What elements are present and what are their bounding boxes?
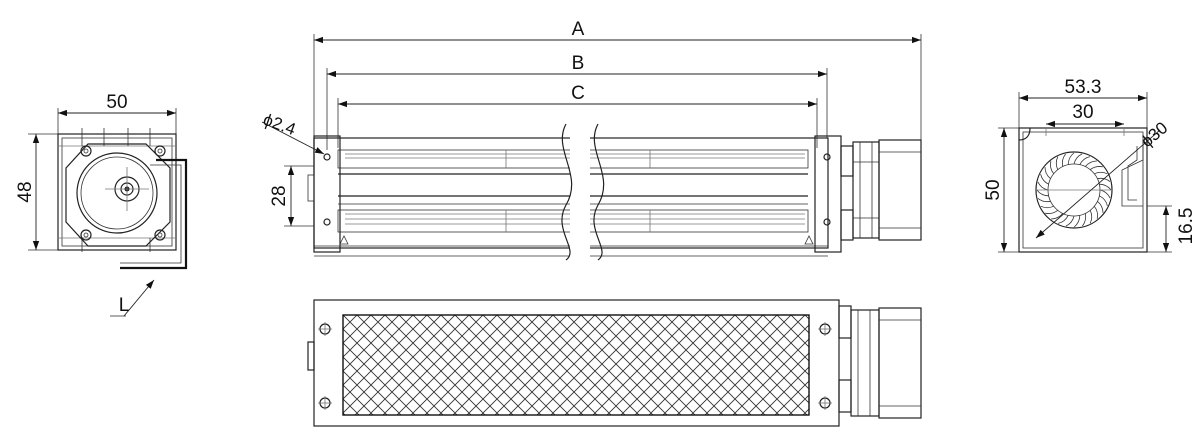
impeller-blade xyxy=(1073,215,1081,228)
hole-dia-label: ϕ2.4 xyxy=(261,110,299,139)
impeller-length-label: C xyxy=(571,83,585,104)
dim-total-length: A xyxy=(313,19,922,180)
impeller-blade xyxy=(1079,156,1090,165)
impeller-blade xyxy=(1040,174,1049,185)
impeller-blade xyxy=(1099,183,1112,191)
top-view xyxy=(307,299,922,427)
front-height-label: 48 xyxy=(15,181,36,202)
impeller-blade xyxy=(1093,205,1098,219)
impeller-blade xyxy=(1097,200,1104,213)
dim-inlet-height: 16.5 xyxy=(1147,205,1197,253)
impeller-blade xyxy=(1082,213,1087,227)
impeller-blade xyxy=(1045,209,1059,214)
impeller-blade xyxy=(1058,215,1069,224)
end-plate-left xyxy=(307,135,349,253)
impeller-blade xyxy=(1040,205,1054,209)
motor-flange xyxy=(65,143,171,247)
impeller-blade xyxy=(1051,213,1064,220)
mounting-holes xyxy=(318,322,832,410)
side-housing xyxy=(1018,127,1148,253)
dim-lead: L xyxy=(110,279,155,317)
dim-impeller-dia: ϕ30 xyxy=(1035,118,1171,239)
dim-side-height: 50 xyxy=(983,127,1019,253)
inlet-mesh xyxy=(342,314,810,416)
blower-housing xyxy=(313,123,829,261)
front-end-view: 50 48 L xyxy=(15,92,188,317)
side-width-label: 53.3 xyxy=(1065,77,1102,98)
impeller-blade xyxy=(1055,156,1059,170)
total-length-label: A xyxy=(572,19,585,40)
impeller-blade xyxy=(1065,215,1075,227)
front-width-label: 50 xyxy=(106,92,127,113)
dim-mount-length: B xyxy=(326,53,828,150)
impeller-blade xyxy=(1067,152,1075,165)
side-height-label: 50 xyxy=(983,179,1004,200)
impeller-blade xyxy=(1084,160,1097,167)
impeller-blade xyxy=(1094,171,1108,175)
dim-front-width: 50 xyxy=(57,92,177,134)
impeller-blade xyxy=(1050,161,1055,175)
side-impeller xyxy=(1035,151,1113,229)
impeller-blade xyxy=(1073,153,1083,165)
impeller-blade xyxy=(1061,153,1066,167)
top-tab xyxy=(307,341,315,371)
motor-assembly xyxy=(840,139,922,241)
dim-outlet-width: 30 xyxy=(1046,102,1124,128)
dim-slot-height: 28 xyxy=(269,165,314,227)
lead-wire xyxy=(120,158,188,270)
impeller-dia-label: ϕ30 xyxy=(1137,118,1171,151)
mount-length-label: B xyxy=(572,53,585,74)
impeller-blade xyxy=(1037,198,1051,203)
lead-label: L xyxy=(119,295,130,316)
impeller-blade xyxy=(1036,189,1049,197)
dim-front-height: 48 xyxy=(15,133,58,251)
end-plate-right xyxy=(804,135,842,253)
outlet-width-label: 30 xyxy=(1072,102,1093,123)
side-view: 53.3 30 ϕ30 50 xyxy=(983,77,1197,253)
impeller-blade xyxy=(1044,167,1051,180)
dim-impeller-length: C xyxy=(337,83,818,148)
dim-side-width: 53.3 xyxy=(1018,77,1148,130)
inlet-height-label: 16.5 xyxy=(1176,208,1197,245)
impeller-blade xyxy=(1099,195,1108,206)
impeller-blade xyxy=(1089,166,1103,171)
main-front-view: A B C xyxy=(261,19,922,261)
top-motor xyxy=(838,305,922,419)
impeller-blade xyxy=(1089,210,1093,224)
slot-height-label: 28 xyxy=(269,185,290,206)
